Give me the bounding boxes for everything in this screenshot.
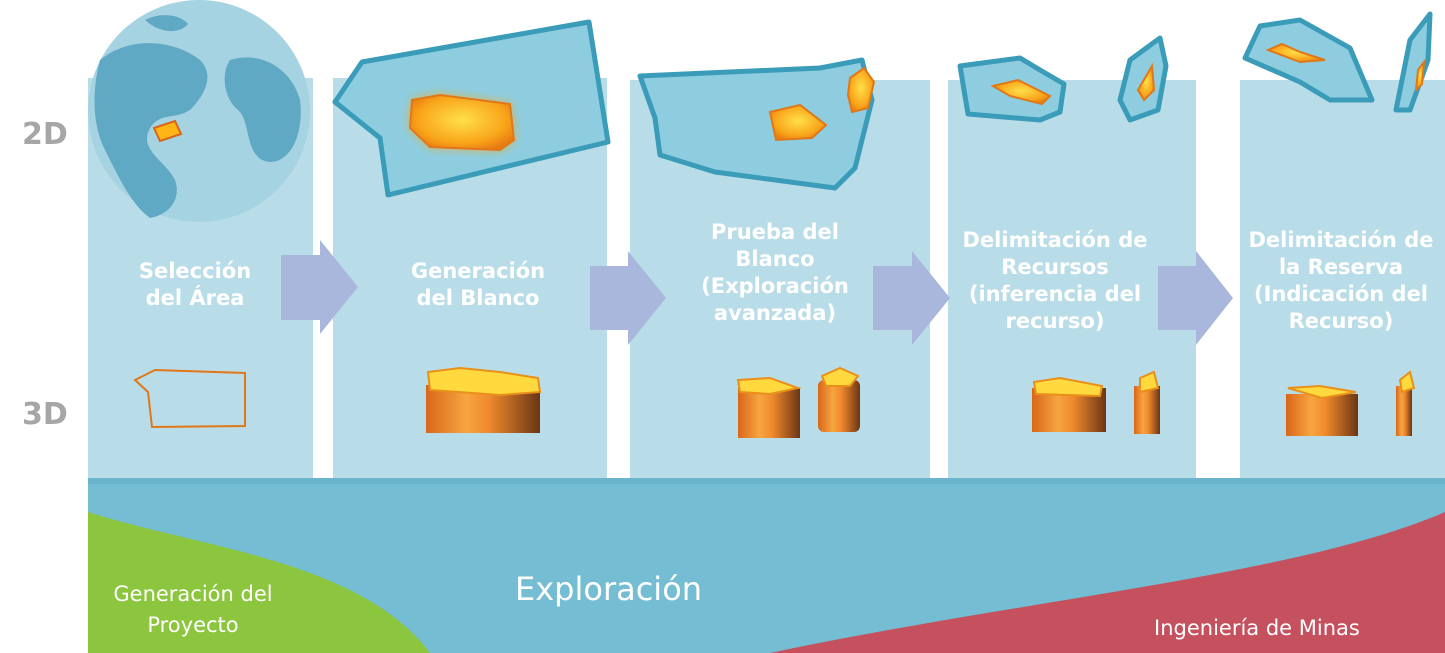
axis-label-2d: 2D <box>22 117 68 152</box>
ore-body-3d-stage-2 <box>426 366 542 433</box>
ore-bodies-3d-stage-3 <box>736 366 860 438</box>
reserve-delimitation-map <box>1242 11 1433 113</box>
phase-label-project: Generación del Proyecto <box>113 582 273 637</box>
stage-arrows <box>281 240 1233 345</box>
arrow-1 <box>281 240 358 334</box>
mining-phase-region <box>770 512 1445 653</box>
target-generation-map <box>332 19 611 198</box>
resource-delimitation-map <box>957 35 1169 123</box>
stage-label-1: Selección del Área <box>138 259 252 310</box>
phase-label-exploration: Exploración <box>515 570 703 608</box>
stage-label-3: Prueba del Blanco (Exploración avanzada) <box>701 220 849 325</box>
target-testing-map <box>637 57 876 191</box>
globe-icon <box>88 0 310 222</box>
arrow-2 <box>590 251 666 345</box>
project-phase-region <box>88 512 430 653</box>
outline-3d-stage-1 <box>133 368 246 429</box>
stage-label-5: Delimitación de la Reserva (Indicación d… <box>1248 228 1434 333</box>
stage-label-4: Delimitación de Recursos (inferencia del… <box>962 228 1148 333</box>
axis-label-3d: 3D <box>22 397 68 432</box>
arrow-4 <box>1158 251 1233 345</box>
ore-bodies-3d-stage-4 <box>1032 370 1160 434</box>
ore-bodies-3d-stage-5 <box>1286 370 1416 436</box>
phase-label-mining: Ingeniería de Minas <box>1154 616 1360 640</box>
arrow-3 <box>873 251 950 345</box>
stage-label-2: Generación del Blanco <box>410 259 546 310</box>
phase-band-top-line <box>88 478 1445 484</box>
